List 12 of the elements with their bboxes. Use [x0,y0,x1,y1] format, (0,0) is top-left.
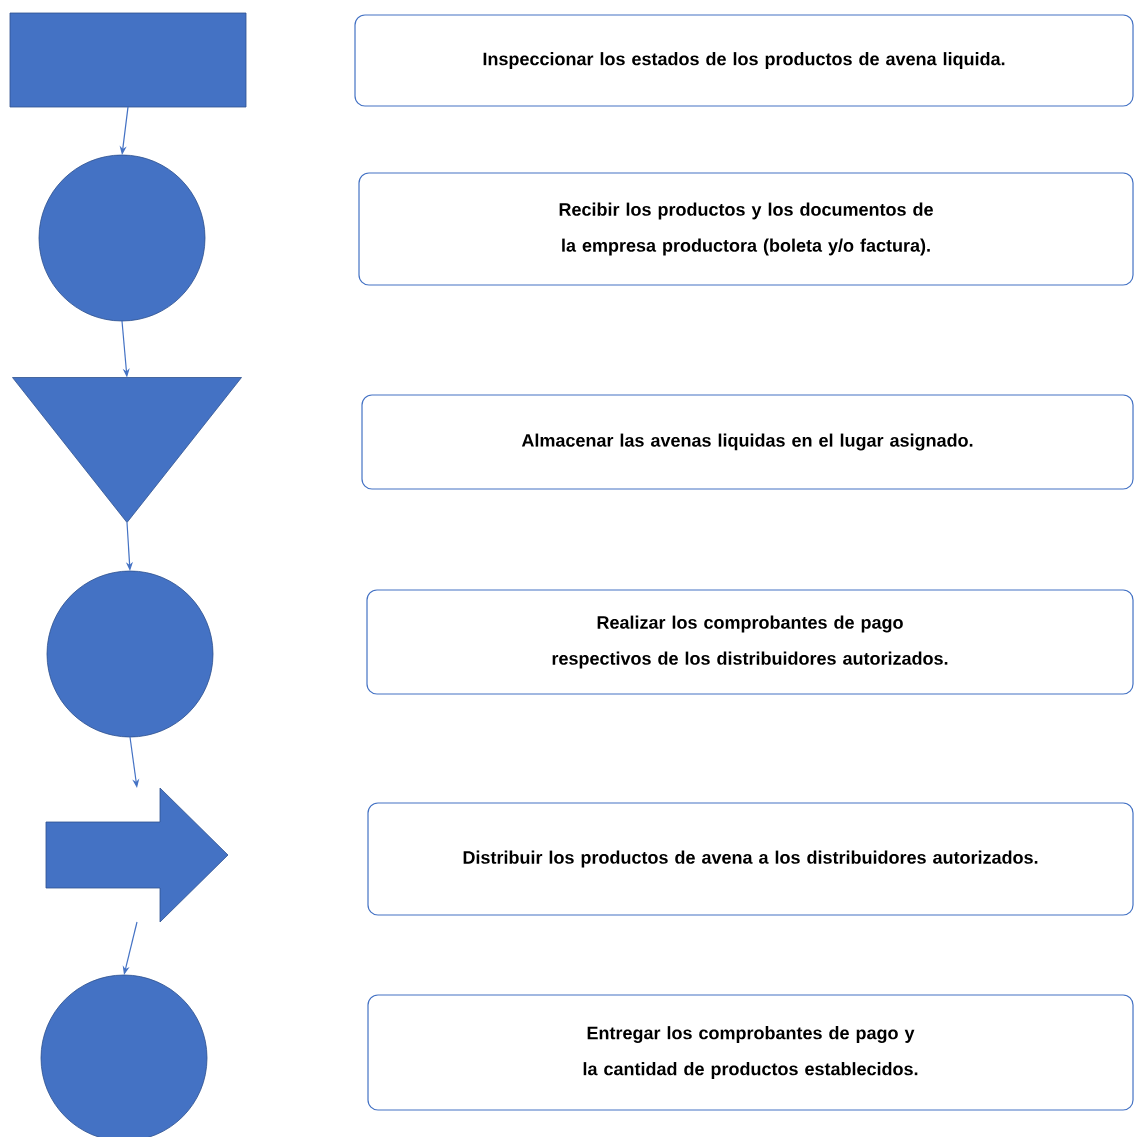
step-box: Almacenar las avenas liquidas en el lugar asignado. [361,394,1134,490]
process-box [9,12,247,108]
circle [46,570,214,738]
step-box: Realizar los comprobantes de pago respectivos de los distribuidores autorizados. [366,589,1134,695]
step-box: Entregar los comprobantes de pago y la cantidad de productos establecidos. [367,994,1134,1111]
triangle [12,377,242,523]
circle [38,154,206,322]
step-box: Recibir los productos y los documentos de la empresa productora (boleta y/o factura). [358,172,1134,286]
step-box: Inspeccionar los estados de los productos de avena liquida. [354,14,1134,107]
circle [40,974,208,1137]
block-arrow [45,787,229,923]
step-box: Distribuir los productos de avena a los distribuidores autorizados. [367,802,1134,916]
